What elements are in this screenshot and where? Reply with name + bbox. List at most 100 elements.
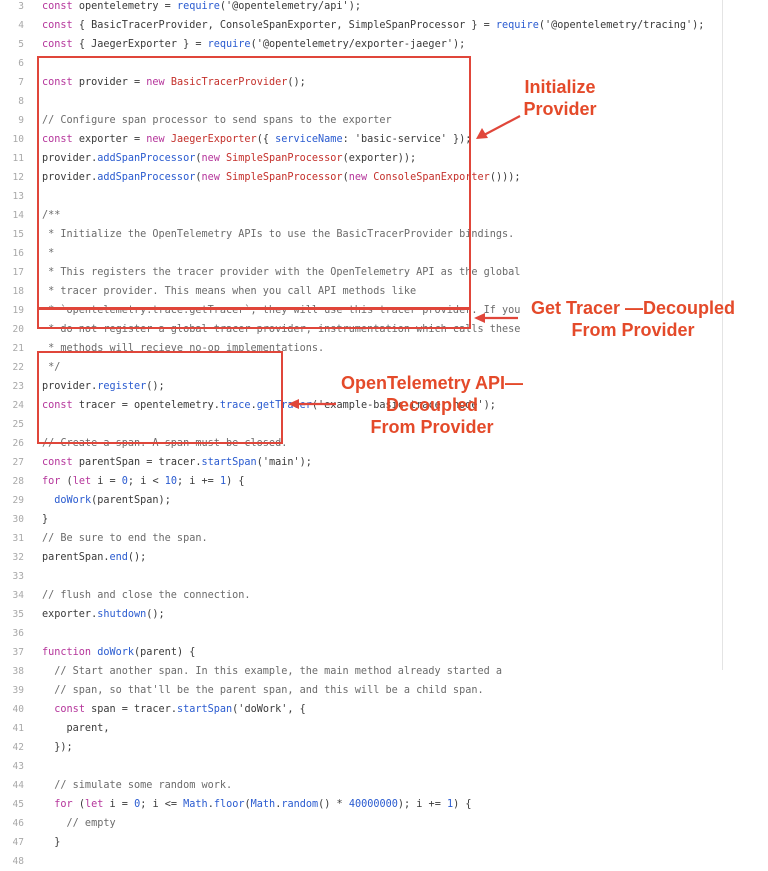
code-line[interactable]: 38 // Start another span. In this exampl… (0, 662, 722, 681)
code-line[interactable]: 43 (0, 757, 722, 776)
code-token: let (72, 476, 98, 487)
code-token: function (42, 647, 98, 658)
code-token: // Be sure to end the span. (42, 533, 208, 544)
code-token: { JaegerExporter } = (78, 39, 208, 50)
code-text: provider.addSpanProcessor(new SimpleSpan… (42, 168, 520, 187)
code-line[interactable]: 18 * tracer provider. This means when yo… (0, 282, 722, 301)
line-number: 10 (12, 134, 24, 145)
code-text: const { JaegerExporter } = require('@ope… (42, 35, 465, 54)
line-number: 23 (12, 381, 24, 392)
code-line[interactable]: 45 for (let i = 0; i <= Math.floor(Math.… (0, 795, 722, 814)
line-number: 43 (12, 761, 24, 772)
line-number: 45 (12, 799, 24, 810)
code-token: // flush and close the connection. (42, 590, 251, 601)
code-text: for (let i = 0; i < 10; i += 1) { (42, 472, 245, 491)
code-token: tracer = opentelemetry. (78, 400, 220, 411)
code-text: const tracer = opentelemetry.trace.getTr… (42, 396, 496, 415)
code-line[interactable]: 31// Be sure to end the span. (0, 529, 722, 548)
code-token: parentSpan. (42, 552, 110, 563)
code-line[interactable]: 40 const span = tracer.startSpan('doWork… (0, 700, 722, 719)
code-token: floor (213, 799, 245, 810)
code-line[interactable]: 9// Configure span processor to send spa… (0, 111, 722, 130)
code-line[interactable]: 14/** (0, 206, 722, 225)
code-text: parentSpan.end(); (42, 548, 146, 567)
line-number: 33 (12, 571, 24, 582)
code-line[interactable]: 48 (0, 852, 722, 871)
code-token: Math (183, 799, 208, 810)
code-token: // span, so that'll be the parent span, … (42, 685, 484, 696)
code-line[interactable]: 20 * do not register a global tracer pro… (0, 320, 722, 339)
code-line[interactable]: 29 doWork(parentSpan); (0, 491, 722, 510)
code-token: require (176, 1, 220, 12)
code-token: let (84, 799, 110, 810)
line-number: 27 (12, 457, 24, 468)
code-line[interactable]: 13 (0, 187, 722, 206)
initialize-provider-arrow-icon (476, 115, 521, 139)
code-line[interactable]: 30} (0, 510, 722, 529)
code-token: }); (42, 742, 73, 753)
code-line[interactable]: 6 (0, 54, 722, 73)
code-line[interactable]: 16 * (0, 244, 722, 263)
api-highlight-box (37, 351, 283, 444)
line-number: 47 (12, 837, 24, 848)
code-token: require (207, 39, 251, 50)
code-line[interactable]: 41 parent, (0, 719, 722, 738)
code-line[interactable]: 33 (0, 567, 722, 586)
line-number: 22 (12, 362, 24, 373)
code-line[interactable]: 21 * methods will recieve no-op implemen… (0, 339, 722, 358)
get-tracer-annotation: Get Tracer —Decoupled From Provider (518, 297, 748, 341)
code-line[interactable]: 34// flush and close the connection. (0, 586, 722, 605)
code-token: i = (97, 476, 122, 487)
code-line[interactable]: 47 } (0, 833, 722, 852)
code-line[interactable]: 19 * `opentelemetry.trace.getTracer`, th… (0, 301, 722, 320)
code-token: span = tracer. (91, 704, 177, 715)
code-text: const provider = new BasicTracerProvider… (42, 73, 306, 92)
code-token: ('example-basic-tracer-node'); (311, 400, 496, 411)
code-text: * tracer provider. This means when you c… (42, 282, 416, 301)
code-line[interactable]: 36 (0, 624, 722, 643)
code-token: BasicTracerProvider (170, 77, 288, 88)
code-token: exporter = (78, 134, 147, 145)
code-token: new (201, 153, 227, 164)
code-token: 10 (164, 476, 178, 487)
code-text: // span, so that'll be the parent span, … (42, 681, 484, 700)
code-token: (); (146, 609, 165, 620)
code-line[interactable]: 22 */ (0, 358, 722, 377)
tracer-highlight-box (37, 308, 471, 329)
code-token: * (42, 248, 55, 259)
code-line[interactable]: 46 // empty (0, 814, 722, 833)
code-line[interactable]: 8 (0, 92, 722, 111)
code-line[interactable]: 25 (0, 415, 722, 434)
code-token: // Configure span processor to send span… (42, 115, 392, 126)
code-line[interactable]: 15 * Initialize the OpenTelemetry APIs t… (0, 225, 722, 244)
code-token: const (42, 77, 79, 88)
code-text: provider.addSpanProcessor(new SimpleSpan… (42, 149, 416, 168)
provider-highlight-box (37, 56, 471, 309)
line-number: 21 (12, 343, 24, 354)
code-line[interactable]: 39 // span, so that'll be the parent spa… (0, 681, 722, 700)
code-text: * This registers the tracer provider wit… (42, 263, 520, 282)
line-number: 48 (12, 856, 24, 867)
line-number: 44 (12, 780, 24, 791)
code-token: ({ (256, 134, 276, 145)
code-line[interactable]: 44 // simulate some random work. (0, 776, 722, 795)
code-text: // Configure span processor to send span… (42, 111, 392, 130)
code-line[interactable]: 17 * This registers the tracer provider … (0, 263, 722, 282)
code-line[interactable]: 42 }); (0, 738, 722, 757)
line-number: 37 (12, 647, 24, 658)
